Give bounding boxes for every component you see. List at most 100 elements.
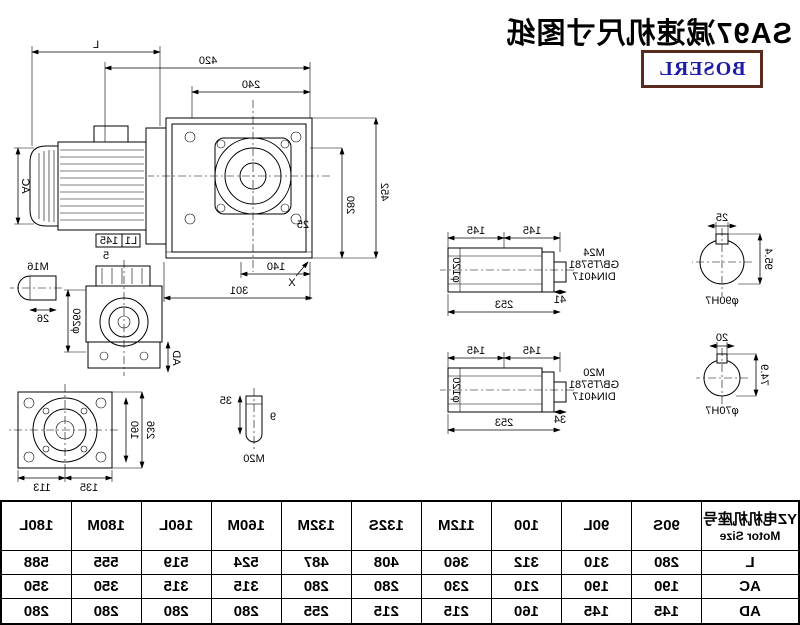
motor-cooling-fins — [60, 149, 144, 221]
value-cell: 350 — [1, 574, 72, 599]
gearbox-motor-side-view: L 420 240 452 280 140 301 X 25 AC — [14, 39, 390, 302]
key-depth-95-4: 95.4 — [762, 248, 774, 269]
dim-280: 280 — [344, 196, 356, 214]
m16-plug-detail: M16 26 — [10, 261, 62, 325]
value-cell: 280 — [211, 598, 282, 624]
dim-145-c: 145 — [523, 345, 541, 357]
label-M20-detail: M20 — [243, 453, 264, 465]
dim-34: 34 — [554, 414, 566, 426]
motor-terminal-box — [93, 125, 129, 143]
callout-L1: L1 — [125, 235, 137, 247]
label-5: 5 — [103, 250, 109, 262]
dim-420: 420 — [199, 55, 217, 67]
dim-9: 9 — [270, 411, 276, 423]
hollow-shaft-detail-upper: 145 145 φ120 M24 GB/T5781 DIN4017 41 253 — [440, 225, 619, 316]
value-cell: 160 — [491, 598, 562, 624]
drawing-canvas: L 420 240 452 280 140 301 X 25 AC — [8, 39, 774, 494]
value-cell: 215 — [421, 598, 492, 624]
value-cell: 280 — [141, 598, 212, 624]
std-din4017-upper: DIN4017 — [572, 271, 615, 283]
size-cell: 90S — [631, 501, 702, 551]
value-cell: 190 — [561, 574, 632, 599]
dim-d120-upper: φ120 — [450, 257, 462, 283]
dim-145-a: 145 — [523, 225, 541, 237]
size-cell: 112M — [421, 501, 492, 551]
size-cell: 180L — [1, 501, 72, 551]
std-din4017-lower: DIN4017 — [572, 391, 615, 403]
fan-cowl-slots — [38, 150, 55, 222]
value-cell: 280 — [281, 574, 352, 599]
row-label: AD — [701, 598, 799, 624]
table-row-AD: AD 145 145 160 215 215 255 280 280 280 2… — [1, 598, 799, 624]
value-cell: 555 — [71, 550, 142, 575]
dim-113: 113 — [33, 482, 51, 494]
value-cell: 315 — [141, 574, 212, 599]
table-header-cell: YZ电机机座号 Motor Size — [701, 501, 799, 551]
value-cell: 350 — [71, 574, 142, 599]
dim-253-lower: 253 — [495, 417, 513, 429]
thread-label-M20: M20 — [583, 367, 604, 379]
table-row-sizes: YZ电机机座号 Motor Size 90S 90L 100 112M 132S… — [1, 501, 799, 551]
size-cell: 180M — [71, 501, 142, 551]
value-cell: 315 — [211, 574, 282, 599]
dim-35: 35 — [220, 395, 232, 407]
dim-L: L — [93, 39, 99, 51]
size-cell: 90L — [561, 501, 632, 551]
std-gbt5781-upper: GB/T5781 — [569, 259, 619, 271]
key-width-25: 25 — [716, 212, 728, 224]
dim-145-b: 145 — [467, 225, 485, 237]
value-cell: 255 — [281, 598, 352, 624]
value-cell: 524 — [211, 550, 282, 575]
row-label: AC — [701, 574, 799, 599]
value-cell: 145 — [631, 598, 702, 624]
motor-fan-cowl — [29, 145, 59, 227]
dim-301: 301 — [230, 285, 248, 297]
callout-145: 145 — [100, 235, 118, 247]
value-cell: 312 — [491, 550, 562, 575]
dim-135: 135 — [80, 482, 98, 494]
value-cell: 190 — [631, 574, 702, 599]
dim-253-upper: 253 — [495, 299, 513, 311]
label-M16: M16 — [27, 261, 48, 273]
dim-140: 140 — [267, 261, 285, 273]
dim-240: 240 — [242, 79, 260, 91]
value-cell: 210 — [491, 574, 562, 599]
dim-AD: AD — [170, 350, 182, 365]
motor-body — [57, 141, 147, 231]
bore-end-view-70: 20 74.9 φ70H7 — [696, 332, 770, 417]
value-cell: 280 — [631, 550, 702, 575]
m20-pin-detail: 35 9 M20 — [220, 388, 276, 465]
output-flange-view: 160 236 135 113 — [8, 384, 156, 494]
value-cell: 519 — [141, 550, 212, 575]
size-cell: 100 — [491, 501, 562, 551]
motor-size-header-en: Motor Size — [719, 529, 781, 544]
dim-145-d: 145 — [467, 345, 485, 357]
key-depth-74-9: 74.9 — [758, 364, 770, 385]
value-cell: 588 — [1, 550, 72, 575]
value-cell: 408 — [351, 550, 422, 575]
value-cell: 280 — [71, 598, 142, 624]
dimension-table: YZ电机机座号 Motor Size 90S 90L 100 112M 132S… — [0, 500, 800, 625]
dim-160: 160 — [128, 421, 140, 439]
value-cell: 360 — [421, 550, 492, 575]
bore-label-90H7: φ90H7 — [705, 295, 738, 307]
thread-label-M24: M24 — [583, 247, 604, 259]
dim-d260: φ260 — [70, 308, 82, 334]
row-label: L — [701, 550, 799, 575]
std-gbt5781-lower: GB/T5781 — [569, 379, 619, 391]
bore-end-view-90: 25 95.4 φ90H7 — [692, 212, 774, 307]
size-cell: 160M — [211, 501, 282, 551]
size-cell: 132S — [351, 501, 422, 551]
table-row-AC: AC 190 190 210 230 280 280 315 315 350 3… — [1, 574, 799, 599]
dim-d120-lower: φ120 — [450, 377, 462, 403]
value-cell: 145 — [561, 598, 632, 624]
gearbox-front-view: φ260 AD — [64, 260, 182, 376]
value-cell: 310 — [561, 550, 632, 575]
size-cell: 132M — [281, 501, 352, 551]
motor-size-header-cn: YZ电机机座号 — [702, 511, 798, 529]
dim-236: 236 — [144, 421, 156, 439]
value-cell: 280 — [1, 598, 72, 624]
key-width-20: 20 — [716, 332, 728, 344]
motor-adapter-flange — [145, 127, 167, 245]
